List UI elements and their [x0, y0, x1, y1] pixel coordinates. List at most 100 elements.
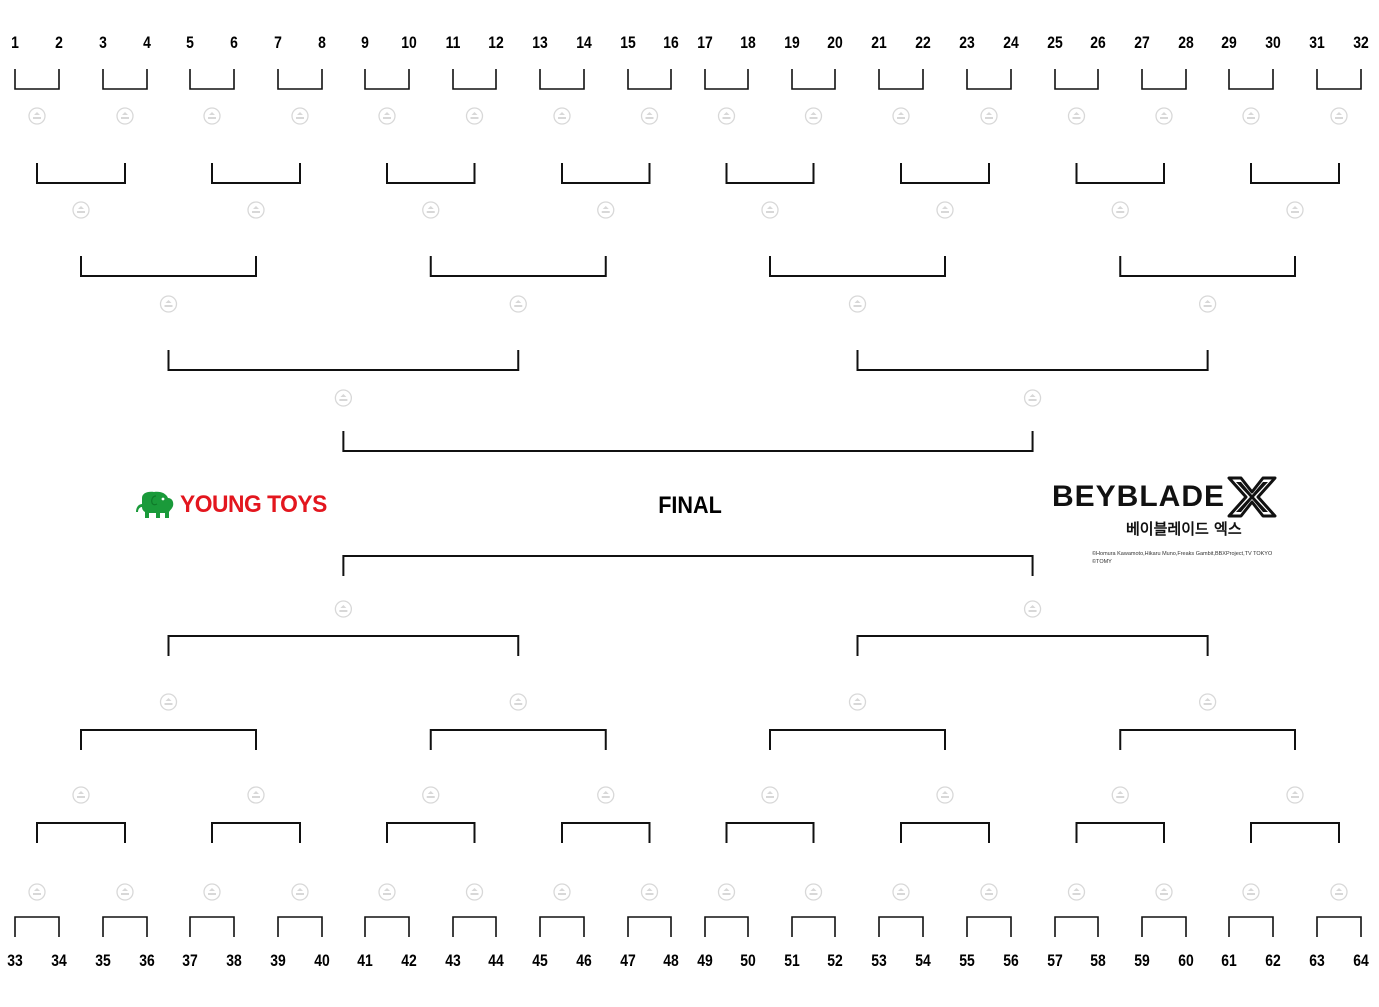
seed-number-bottom: 45 — [532, 951, 548, 970]
top-bracket-r2 — [725, 163, 815, 184]
top-bracket-r2 — [36, 163, 126, 184]
seed-number-top: 4 — [143, 33, 151, 52]
bottom-bracket-r1 — [1054, 916, 1099, 937]
seed-number-bottom: 64 — [1353, 951, 1369, 970]
seed-number-bottom: 53 — [871, 951, 887, 970]
stadium-watermark-icon — [1111, 786, 1129, 804]
bottom-bracket-r2 — [211, 822, 301, 843]
seed-number-bottom: 36 — [139, 951, 155, 970]
top-bracket-r1 — [878, 69, 924, 90]
top-bracket-r1 — [189, 69, 235, 90]
final-label: FINAL — [658, 492, 722, 519]
stadium-watermark-icon — [465, 107, 484, 125]
stadium-watermark-icon — [1242, 883, 1260, 901]
bottom-bracket-r1 — [791, 916, 836, 937]
seed-number-top: 27 — [1134, 33, 1150, 52]
seed-number-top: 16 — [663, 33, 679, 52]
top-bracket-r2 — [386, 163, 476, 184]
seed-number-top: 3 — [99, 33, 107, 52]
top-bracket-r1 — [14, 69, 60, 90]
bottom-bracket-r1 — [966, 916, 1012, 937]
bottom-bracket-r1 — [704, 916, 749, 937]
bottom-bracket-r2 — [900, 822, 990, 843]
seed-number-top: 19 — [784, 33, 800, 52]
bottom-bracket-r3 — [1119, 729, 1296, 750]
top-bracket-r3 — [1119, 256, 1296, 277]
top-bracket-r5 — [342, 431, 1034, 452]
bottom-bracket-r1 — [627, 916, 672, 937]
seed-number-bottom: 62 — [1265, 951, 1281, 970]
seed-number-bottom: 46 — [576, 951, 592, 970]
stadium-watermark-icon — [291, 107, 309, 125]
seed-number-top: 31 — [1309, 33, 1325, 52]
top-bracket-r1 — [1316, 69, 1362, 90]
seed-number-bottom: 50 — [740, 951, 756, 970]
elephant-icon — [136, 491, 174, 518]
seed-number-top: 14 — [576, 33, 592, 52]
bottom-bracket-r3 — [80, 729, 257, 750]
bottom-bracket-r2 — [1250, 822, 1340, 843]
stadium-watermark-icon — [1198, 693, 1217, 711]
bottom-bracket-r4 — [167, 635, 520, 656]
bottom-bracket-r2 — [725, 822, 815, 843]
top-bracket-r2 — [1250, 163, 1340, 184]
young-toys-logo: YOUNG TOYS — [136, 488, 335, 522]
seed-number-top: 22 — [915, 33, 931, 52]
stadium-watermark-icon — [203, 883, 221, 901]
bottom-bracket-r1 — [14, 916, 60, 937]
stadium-watermark-icon — [1286, 786, 1304, 804]
seed-number-bottom: 61 — [1221, 951, 1237, 970]
bottom-bracket-r1 — [364, 916, 410, 937]
bottom-bracket-r1 — [189, 916, 235, 937]
stadium-watermark-icon — [509, 693, 527, 711]
seed-number-bottom: 35 — [95, 951, 111, 970]
bottom-bracket-r1 — [1141, 916, 1187, 937]
top-bracket-r2 — [561, 163, 651, 184]
stadium-watermark-icon — [116, 883, 134, 901]
stadium-watermark-icon — [804, 107, 823, 125]
beyblade-korean-subtitle: 베이블레이드 엑스 — [1126, 520, 1242, 538]
seed-number-bottom: 37 — [182, 951, 198, 970]
seed-number-bottom: 41 — [357, 951, 373, 970]
seed-number-top: 8 — [318, 33, 326, 52]
stadium-watermark-icon — [291, 883, 309, 901]
seed-number-top: 17 — [697, 33, 713, 52]
seed-number-bottom: 55 — [959, 951, 975, 970]
bottom-bracket-r1 — [878, 916, 924, 937]
seed-number-top: 21 — [871, 33, 887, 52]
seed-number-top: 1 — [11, 33, 19, 52]
stadium-watermark-icon — [159, 295, 178, 313]
seed-number-bottom: 34 — [51, 951, 67, 970]
stadium-watermark-icon — [1155, 107, 1173, 125]
seed-number-bottom: 63 — [1309, 951, 1325, 970]
stadium-watermark-icon — [804, 883, 823, 901]
seed-number-bottom: 40 — [314, 951, 330, 970]
seed-number-bottom: 48 — [663, 951, 679, 970]
stadium-watermark-icon — [936, 786, 954, 804]
stadium-watermark-icon — [848, 693, 867, 711]
stadium-watermark-icon — [761, 201, 779, 219]
stadium-watermark-icon — [1286, 201, 1304, 219]
bottom-bracket-r1 — [277, 916, 323, 937]
bottom-bracket-r2 — [561, 822, 651, 843]
seed-number-bottom: 38 — [226, 951, 242, 970]
seed-number-top: 26 — [1090, 33, 1106, 52]
stadium-watermark-icon — [247, 201, 265, 219]
seed-number-bottom: 59 — [1134, 951, 1150, 970]
stadium-watermark-icon — [1067, 883, 1086, 901]
top-bracket-r4 — [167, 350, 520, 371]
bottom-bracket-r3 — [769, 729, 946, 750]
stadium-watermark-icon — [1067, 107, 1086, 125]
stadium-watermark-icon — [597, 201, 615, 219]
seed-number-top: 11 — [445, 33, 461, 52]
seed-number-bottom: 60 — [1178, 951, 1194, 970]
copyright-text: ©Homura Kawamoto,Hikaru Muno,Freaks Gamb… — [1092, 551, 1273, 565]
bottom-bracket-r2 — [386, 822, 476, 843]
top-bracket-r1 — [966, 69, 1012, 90]
stadium-watermark-icon — [892, 883, 910, 901]
stadium-watermark-icon — [848, 295, 867, 313]
stadium-watermark-icon — [1330, 107, 1348, 125]
bottom-bracket-r5 — [342, 555, 1034, 576]
top-bracket-r1 — [452, 69, 497, 90]
